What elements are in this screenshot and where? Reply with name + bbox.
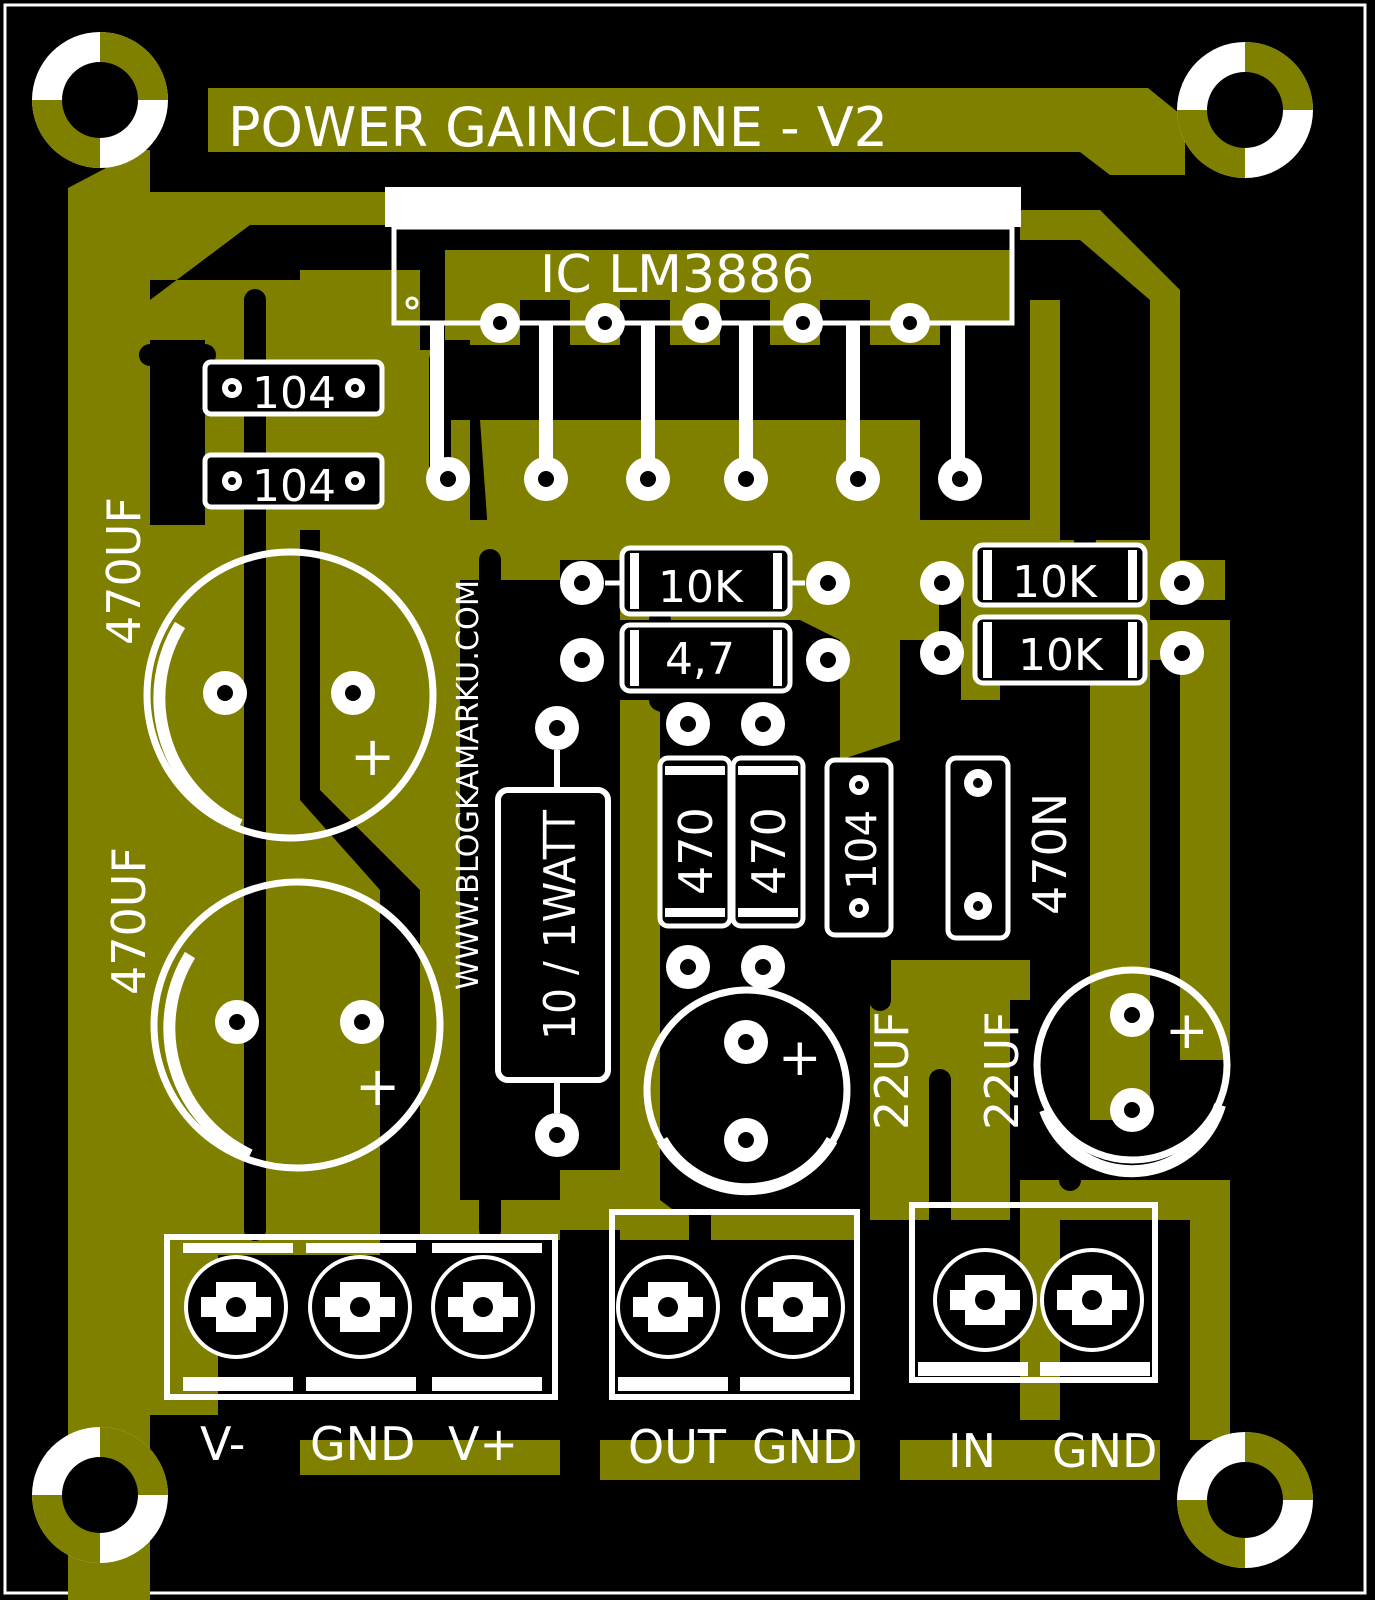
cap-470n-label: 470N bbox=[1023, 793, 1077, 915]
screw-gnd-input bbox=[1040, 1248, 1144, 1352]
screw-in bbox=[933, 1248, 1037, 1352]
terminal-block-power bbox=[164, 1234, 558, 1400]
resistor-470-b: 470 bbox=[730, 755, 806, 929]
mount-hole-bottom-left bbox=[32, 1427, 168, 1563]
mount-hole-bottom-right bbox=[1177, 1432, 1313, 1568]
resistor-4-7: 4,7 bbox=[619, 622, 793, 694]
mounting-holes bbox=[32, 32, 1313, 1568]
cap-22uf-left: + 22UF bbox=[643, 986, 919, 1196]
terminal-label-gnd-output: GND bbox=[752, 1420, 857, 1474]
resistor-10k-right-top: 10K bbox=[972, 542, 1148, 608]
board-title: POWER GAINCLONE - V2 bbox=[228, 96, 888, 159]
cap-470n: 470N bbox=[945, 755, 1077, 941]
cap-104-mid-label: 104 bbox=[252, 461, 336, 512]
cap-104-top-label: 104 bbox=[252, 368, 336, 419]
cap-470uf-top-label: 470UF bbox=[97, 497, 151, 645]
terminal-label-out: OUT bbox=[628, 1420, 727, 1474]
mount-hole-top-left bbox=[32, 32, 168, 168]
cap-470uf-bottom-plus: + bbox=[355, 1055, 400, 1118]
resistor-10k-right-bottom: 10K bbox=[972, 614, 1148, 686]
ic-lm3886: IC LM3886 bbox=[385, 187, 1021, 326]
screw-gnd-power bbox=[308, 1255, 412, 1359]
resistor-10k-left-label: 10K bbox=[658, 562, 744, 613]
cap-22uf-right-plus: + bbox=[1165, 1001, 1209, 1061]
screw-gnd-output bbox=[741, 1255, 845, 1359]
cap-470uf-bottom: + 470UF bbox=[102, 847, 444, 1172]
terminal-block-output bbox=[609, 1209, 860, 1400]
screw-v-minus bbox=[184, 1255, 288, 1359]
cap-22uf-left-plus: + bbox=[778, 1028, 822, 1088]
cap-22uf-right: + 22UF bbox=[975, 966, 1231, 1178]
cap-104-vertical: 104 bbox=[824, 757, 894, 938]
resistor-10k-right-top-label: 10K bbox=[1012, 557, 1098, 608]
cap-470uf-bottom-label: 470UF bbox=[102, 847, 156, 995]
ic-label: IC LM3886 bbox=[540, 245, 814, 305]
screw-out bbox=[616, 1255, 720, 1359]
ic-pin-traces bbox=[430, 325, 965, 480]
website-label: WWW.BLOGKAMARKU.COM bbox=[451, 580, 486, 990]
board-edge bbox=[3, 3, 1367, 1595]
resistor-10-1watt-label: 10 / 1WATT bbox=[535, 810, 586, 1040]
terminal-label-v-plus: V+ bbox=[448, 1417, 518, 1471]
terminal-label-gnd-power: GND bbox=[310, 1417, 415, 1471]
terminal-screws bbox=[184, 1248, 1144, 1359]
resistor-470-a: 470 bbox=[657, 755, 733, 929]
terminal-label-in: IN bbox=[948, 1424, 996, 1478]
resistor-4-7-label: 4,7 bbox=[665, 634, 735, 685]
cap-104-vertical-label: 104 bbox=[837, 810, 886, 890]
cap-104-top: 104 bbox=[202, 359, 385, 419]
resistor-470-a-label: 470 bbox=[669, 807, 723, 895]
pad-holes bbox=[217, 316, 1190, 1148]
terminal-block-input bbox=[909, 1202, 1158, 1383]
resistor-10k-right-bottom-label: 10K bbox=[1018, 630, 1104, 681]
resistor-10-1watt: 10 / 1WATT bbox=[495, 750, 611, 1113]
terminal-label-gnd-input: GND bbox=[1052, 1424, 1157, 1478]
cap-470uf-top-plus: + bbox=[350, 725, 395, 788]
cap-22uf-right-label: 22UF bbox=[975, 1011, 1029, 1130]
terminal-label-v-minus: V- bbox=[200, 1417, 245, 1471]
screw-v-plus bbox=[431, 1255, 535, 1359]
cap-104-mid: 104 bbox=[202, 452, 385, 512]
cap-22uf-left-label: 22UF bbox=[865, 1011, 919, 1130]
resistor-470-b-label: 470 bbox=[742, 807, 796, 895]
cap-470uf-top: + 470UF bbox=[97, 497, 437, 842]
mount-hole-top-right bbox=[1177, 42, 1313, 178]
resistor-10k-left: 10K bbox=[605, 545, 805, 617]
